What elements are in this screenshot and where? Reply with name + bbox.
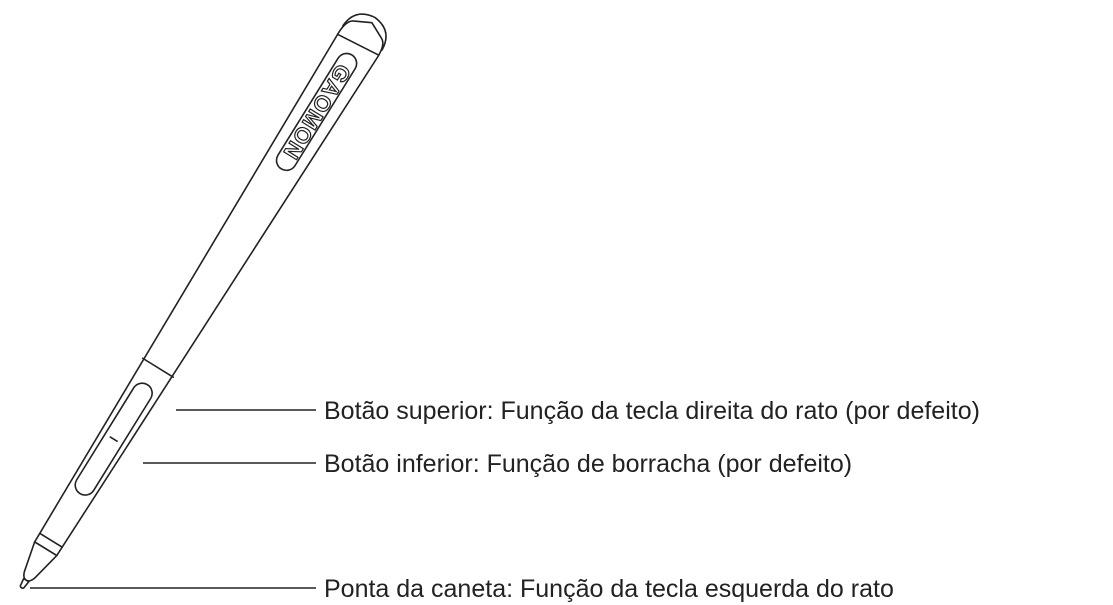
pen-grip-divider <box>141 357 175 379</box>
pen-cap-end <box>342 13 387 51</box>
side-switch <box>74 382 153 496</box>
pen-nib <box>19 577 30 589</box>
stylus-pen: GAOMON <box>19 13 387 589</box>
pen-nose-divider <box>39 532 63 548</box>
pen-barrel <box>33 20 384 557</box>
pen-cap-groove <box>336 33 380 56</box>
side-switch-divider <box>109 436 118 443</box>
callout-lower-button: Botão inferior: Função de borracha (por … <box>324 450 852 478</box>
callout-pen-tip: Ponta da caneta: Função da tecla esquerd… <box>324 575 894 603</box>
callout-upper-button: Botão superior: Função da tecla direita … <box>324 397 980 425</box>
brand-badge <box>275 52 358 172</box>
